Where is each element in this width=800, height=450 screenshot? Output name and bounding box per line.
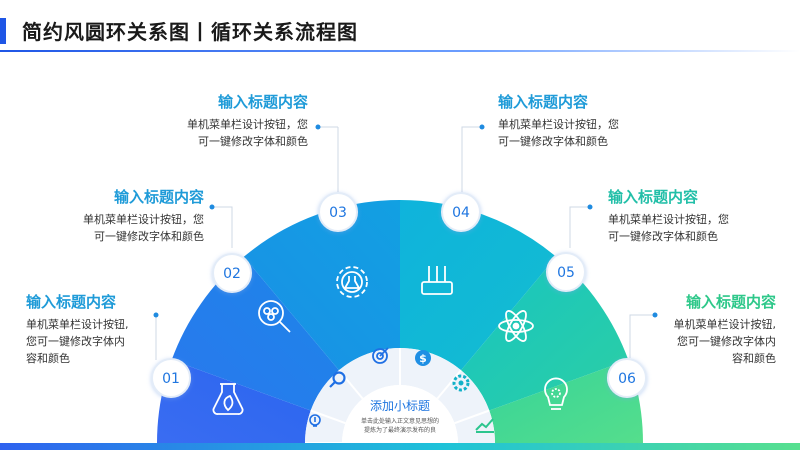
step-title: 输入标题内容 (498, 93, 589, 111)
segment-05 (461, 256, 629, 411)
segment-02 (171, 256, 339, 411)
step-desc: 单机菜单栏设计按钮，您可一键修改字体和颜色 (608, 213, 729, 243)
page-title: 简约风圆环关系图丨循环关系流程图 (22, 20, 358, 44)
svg-text:$: $ (419, 352, 427, 365)
dollar-icon: $ (415, 350, 431, 366)
inner-ring (305, 348, 495, 443)
step-title: 输入标题内容 (26, 293, 117, 311)
gear-icon (452, 374, 470, 392)
bottom-gradient-bar (0, 443, 800, 450)
flask-leaf-icon (212, 383, 244, 415)
step-label-01: 输入标题内容 单机菜单栏设计按钮,您可一键修改字体内容和颜色 (26, 291, 166, 367)
atom-icon (498, 310, 534, 342)
connectors (155, 126, 655, 360)
magnifier-molecule-icon (258, 300, 291, 333)
step-title: 输入标题内容 (685, 293, 776, 311)
target-icon (372, 347, 389, 364)
segment-03 (243, 199, 400, 371)
step-desc: 单机菜单栏设计按钮，您可一键修改字体和颜色 (498, 118, 619, 148)
step-label-04: 输入标题内容 单机菜单栏设计按钮，您可一键修改字体和颜色 (498, 91, 648, 150)
step-label-05: 输入标题内容 单机菜单栏设计按钮，您可一键修改字体和颜色 (608, 186, 758, 245)
step-number-03: 03 (329, 205, 347, 221)
step-desc: 单机菜单栏设计按钮,您可一键修改字体内容和颜色 (26, 318, 129, 365)
number-badges (151, 192, 647, 398)
step-number-05: 05 (557, 265, 575, 281)
header-accent-bar (0, 18, 6, 44)
step-desc: 单机菜单栏设计按钮,您可一键修改字体内容和颜色 (673, 318, 777, 365)
segment-06 (489, 359, 643, 443)
segment-04 (400, 200, 557, 371)
gear-flask-icon (336, 266, 368, 298)
ring-segments (157, 199, 643, 443)
step-label-06: 输入标题内容 单机菜单栏设计按钮,您可一键修改字体内容和颜色 (636, 291, 777, 367)
step-desc: 单机菜单栏设计按钮，您可一键修改字体和颜色 (187, 118, 308, 148)
step-number-02: 02 (223, 266, 241, 282)
header-divider (0, 50, 800, 52)
segment-01 (157, 359, 311, 443)
step-label-02: 输入标题内容 单机菜单栏设计按钮，您可一键修改字体和颜色 (56, 186, 204, 245)
connector-dots (153, 124, 658, 318)
center-text-line2: 提炼为了最终演示发布的良 (364, 426, 436, 434)
center-text-line1: 单击此处输入正文意见思想的 (361, 417, 439, 425)
lightbulb-gear-icon (544, 377, 568, 410)
step-label-03: 输入标题内容 单机菜单栏设计按钮，您可一键修改字体和颜色 (160, 91, 308, 150)
test-tubes-icon (421, 266, 453, 295)
step-title: 输入标题内容 (217, 93, 308, 111)
lightbulb-icon (309, 414, 321, 427)
center-title: 添加小标题 (370, 399, 430, 413)
step-number-04: 04 (452, 205, 470, 221)
step-desc: 单机菜单栏设计按钮，您可一键修改字体和颜色 (83, 213, 204, 243)
step-number-06: 06 (618, 371, 636, 387)
chart-icon (475, 418, 494, 433)
search-icon (329, 371, 346, 388)
step-title: 输入标题内容 (113, 188, 204, 206)
step-title: 输入标题内容 (608, 188, 699, 206)
center-disc (342, 385, 458, 443)
step-number-01: 01 (162, 371, 180, 387)
